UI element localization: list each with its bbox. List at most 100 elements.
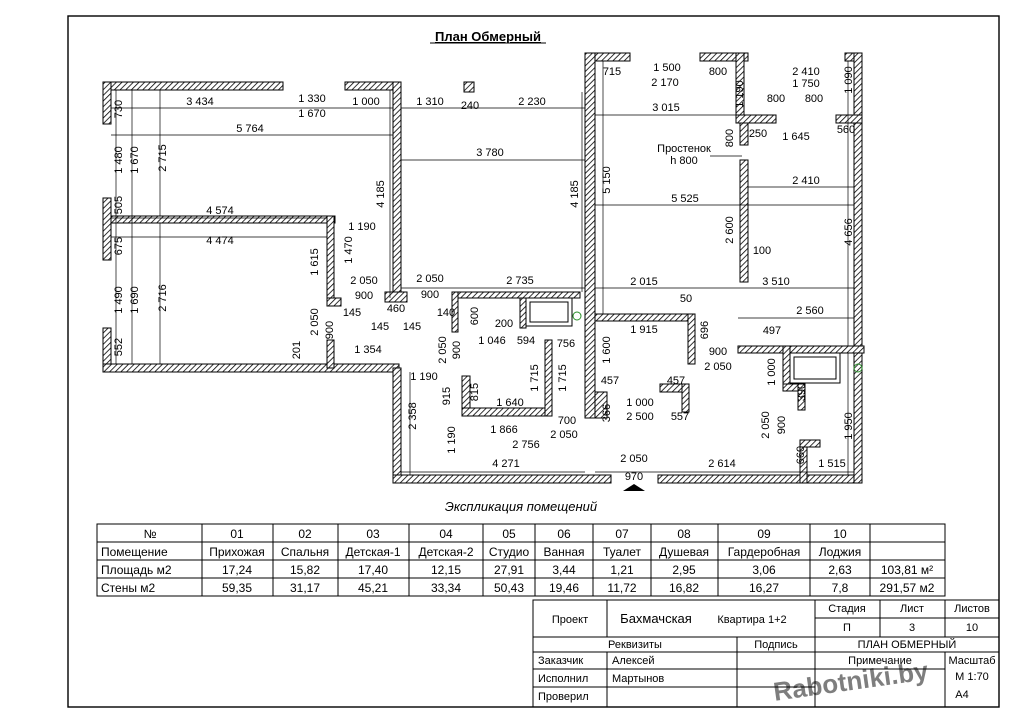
dimension-label-vertical: 366 [601,404,613,422]
fixtures [525,297,863,384]
dimension-label-vertical: 2 050 [760,411,772,439]
stage-value: П [843,622,851,634]
room-number: 03 [366,527,380,541]
row-label-walls: Стены м2 [101,581,156,595]
row-label-room: Помещение [101,545,168,559]
dimension-label: 1 000 [352,96,380,108]
room-number: 06 [557,527,571,541]
room-area: 2,95 [672,563,696,577]
room-walls: 59,35 [222,581,252,595]
dimension-label: 3 510 [762,276,790,288]
dimension-label: 2 015 [630,276,658,288]
dimension-label-vertical: 1 000 [766,358,778,386]
dimension-label: 1 190 [410,371,438,383]
sheets-value: 10 [966,622,978,634]
explication-caption: Экспликация помещений [445,499,597,514]
room-area: 3,44 [552,563,576,577]
dimension-label-vertical: 390 [796,383,808,401]
dimension-label: 2 050 [350,275,378,287]
dimension-label: 240 [461,100,479,112]
dimension-label: 5 764 [236,123,264,135]
dimension-label-vertical: 800 [724,129,736,147]
dimension-label: 1 000 [626,397,654,409]
dimension-label-vertical: 2 050 [437,336,449,364]
sheet-label: Лист [900,603,924,615]
room-name: Студио [489,545,530,559]
dimension-label-vertical: 730 [113,100,125,118]
room-number: 01 [230,527,244,541]
dimension-label: 2 500 [626,411,654,423]
scale-label: Масштаб [948,655,995,667]
room-walls: 50,43 [494,581,524,595]
dimension-label: 560 [837,124,855,136]
dimension-label: 250 [749,128,767,140]
dimension-label-vertical: 1 690 [129,286,141,314]
room-walls: 7,8 [832,581,849,595]
drain-icon [572,311,582,321]
dimension-label-vertical: 1 490 [113,286,125,314]
room-number: 07 [615,527,629,541]
dimension-label-vertical: 815 [469,383,481,401]
room-number: 02 [298,527,312,541]
dimension-label-vertical: 1 670 [129,146,141,174]
role-checker: Проверил [538,691,589,703]
dimension-label: 2 050 [416,273,444,285]
dimension-label-vertical: 900 [451,341,463,359]
dimension-label: 4 271 [492,458,520,470]
dimension-label: 800 [805,93,823,105]
dimension-label: 1 750 [792,78,820,90]
dimension-label-vertical: 4 656 [843,218,855,246]
room-number: 10 [833,527,847,541]
dimension-label-vertical: 1 190 [734,80,746,108]
dimension-lines [111,61,854,475]
format-value: А4 [955,689,968,701]
stage-label: Стадия [828,603,866,615]
dimension-label-vertical: 1 600 [601,336,613,364]
dimension-label: 594 [517,335,535,347]
bathtub-fixture [525,297,573,327]
dimension-label-vertical: 1 950 [843,412,855,440]
dimension-label: 1 330 [298,93,326,105]
dimension-label: 100 [753,245,771,257]
project-label: Проект [552,614,588,626]
dimension-label: 900 [355,290,373,302]
dimension-label: 2 410 [792,66,820,78]
dimension-label-vertical: 900 [776,416,788,434]
wall-note-height: h 800 [670,155,698,167]
dimension-label: 715 [603,66,621,78]
dimension-label: 1 866 [490,424,518,436]
dimension-label-vertical: 696 [699,321,711,339]
dimension-label: 3 780 [476,147,504,159]
drawing-name: ПЛАН ОБМЕРНЫЙ [858,638,957,651]
room-area: 12,15 [431,563,461,577]
shower-tray-fixture [789,352,841,384]
room-number: 04 [439,527,453,541]
role-customer: Заказчик [538,655,583,667]
dimension-label: 900 [421,289,439,301]
dimension-label-vertical: 1 715 [529,364,541,392]
dimension-label: 2 230 [518,96,546,108]
header-number: № [144,527,157,541]
requisites-label: Реквизиты [608,639,662,651]
room-name: Туалет [603,545,641,559]
dimension-label: 4 474 [206,235,234,247]
dimension-label: 1 670 [298,108,326,120]
dimension-label-vertical: 2 050 [309,308,321,336]
sheets-label: Листов [954,603,990,615]
dimension-label: 457 [667,375,685,387]
room-walls: 45,21 [358,581,388,595]
note-label: Примечание [848,655,912,667]
room-number: 09 [757,527,771,541]
dimension-label-vertical: 1 190 [446,426,458,454]
dimension-label: 497 [763,325,781,337]
room-area: 2,63 [828,563,852,577]
room-walls: 16,82 [669,581,699,595]
room-area: 27,91 [494,563,524,577]
name-executor: Мартынов [612,673,664,685]
dimension-label-vertical: 915 [441,387,453,405]
dimension-label-vertical: 1 615 [309,248,321,276]
total-walls: 291,57 м2 [880,581,935,595]
explication-table [96,523,946,597]
dimension-label: 145 [371,321,389,333]
